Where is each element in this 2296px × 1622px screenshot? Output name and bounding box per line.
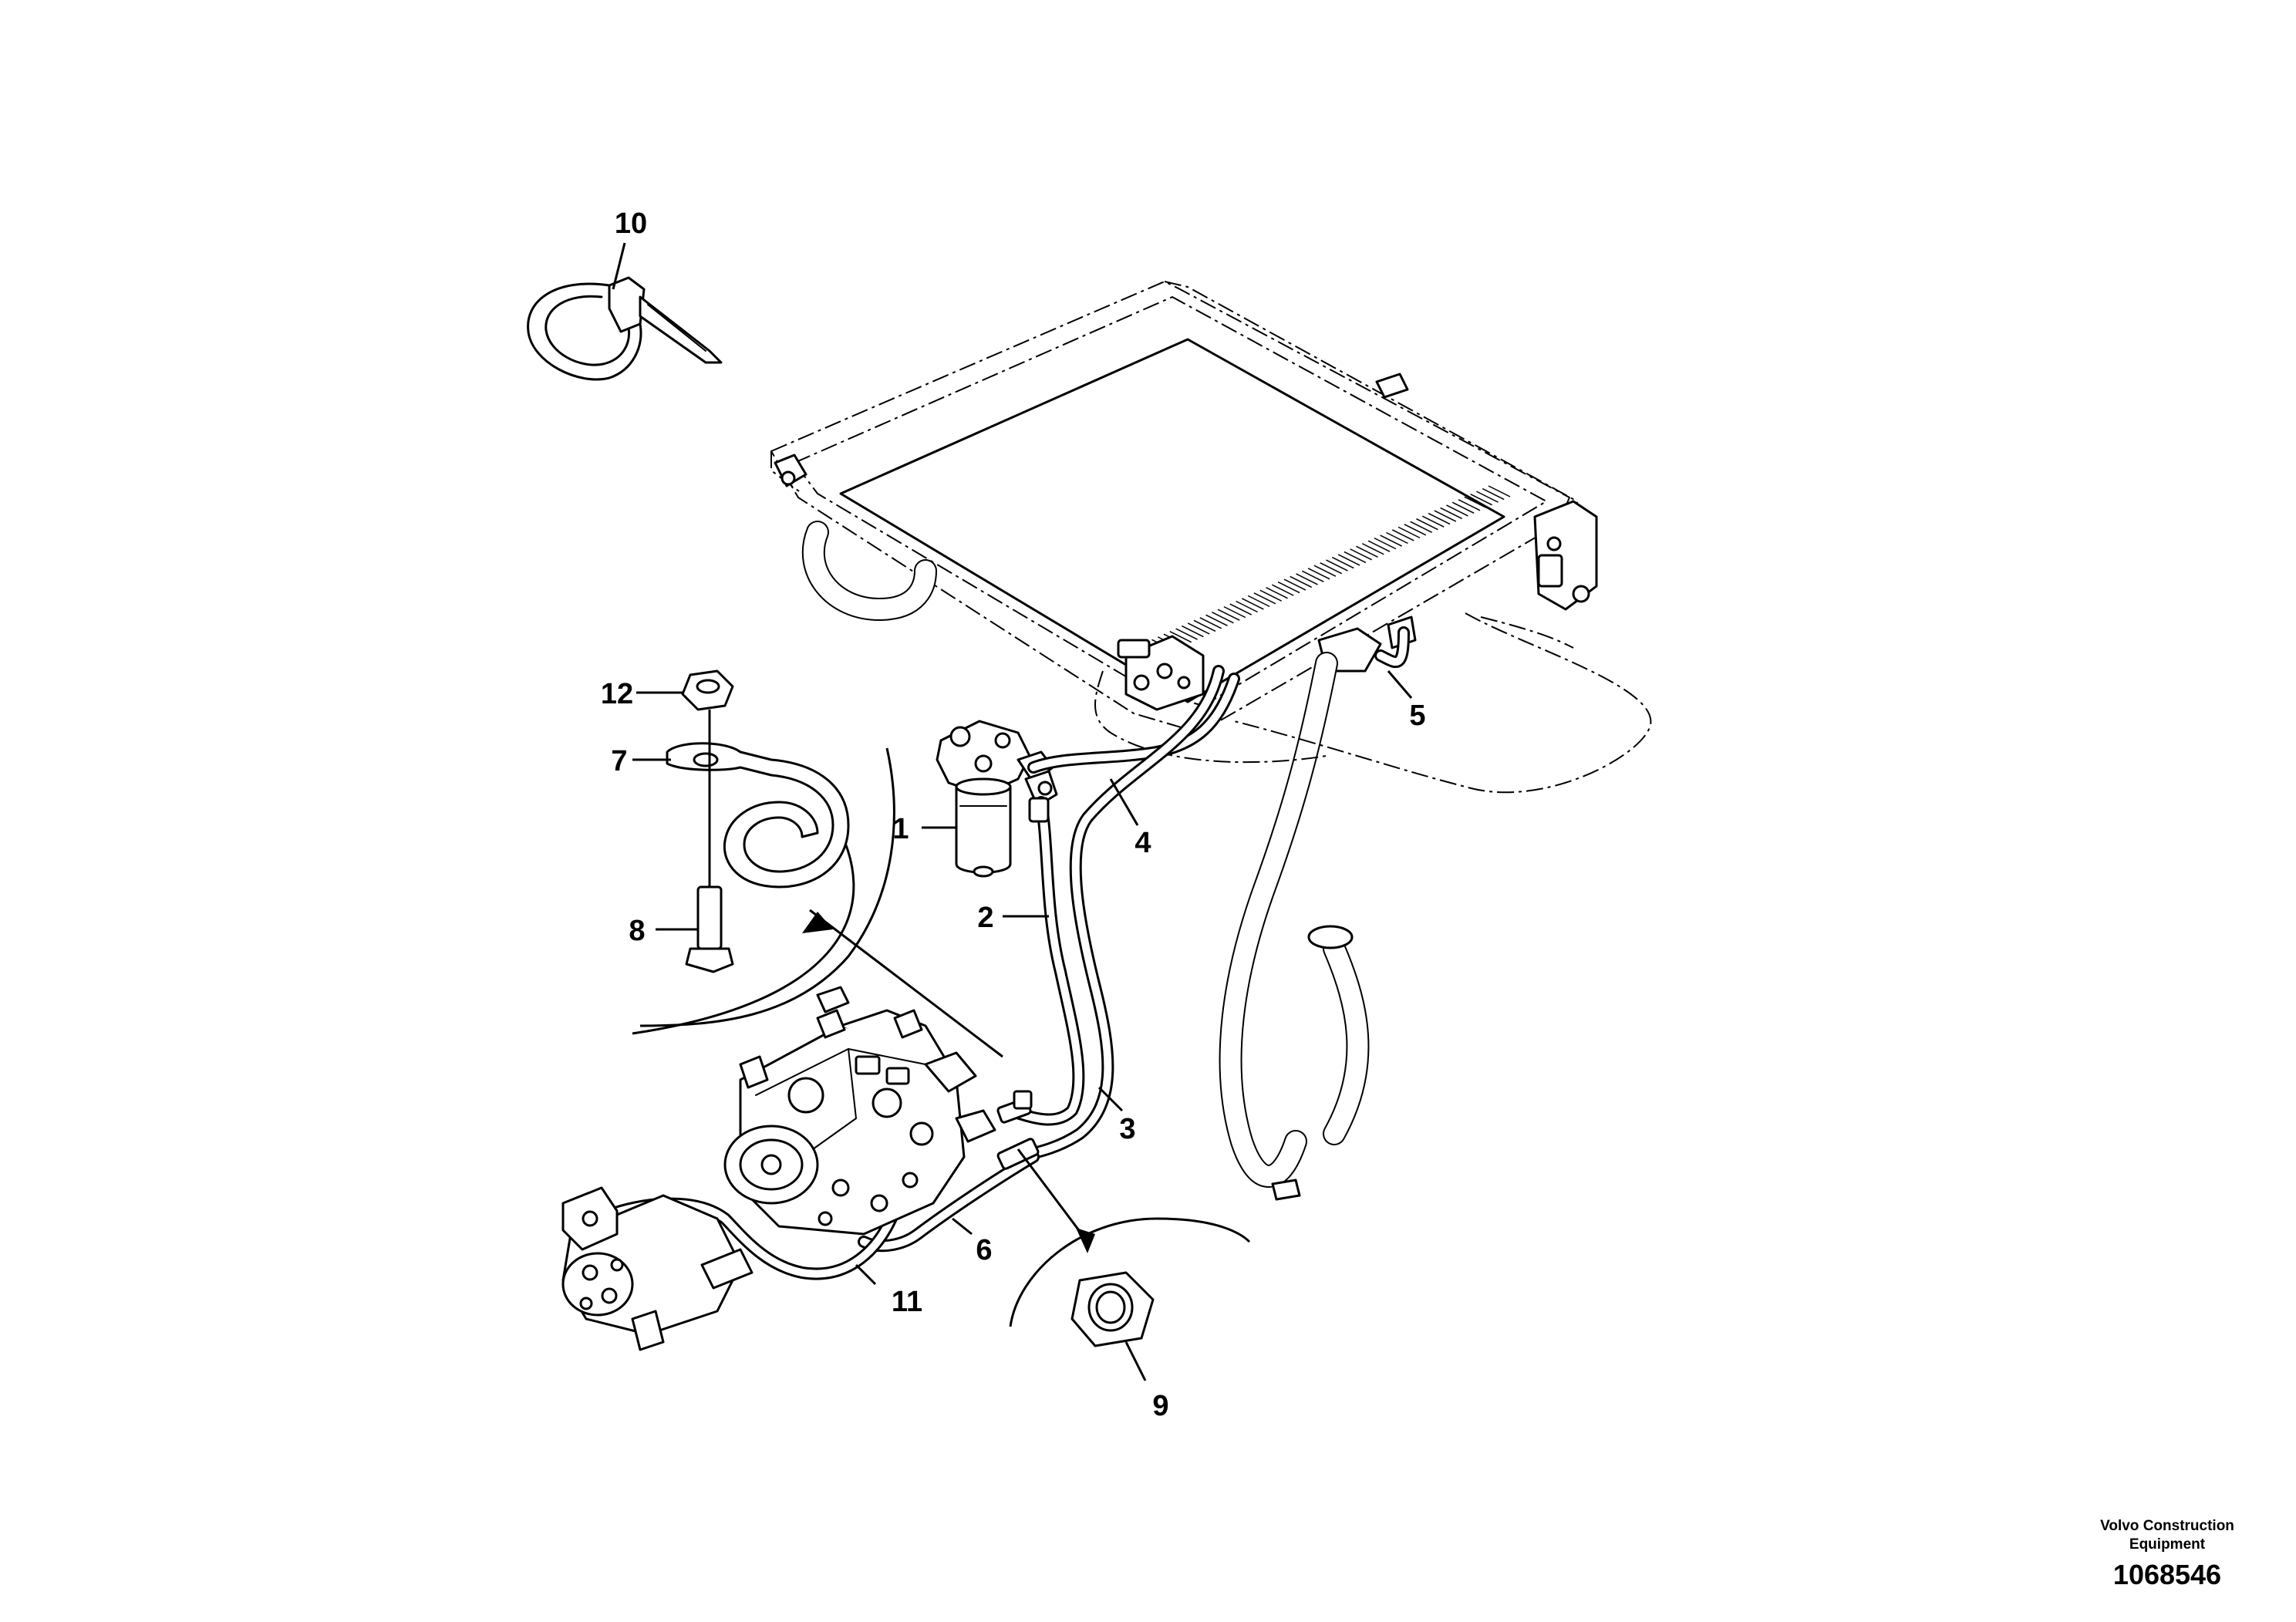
callout-4: 4 [1135,827,1151,859]
callout-2: 2 [977,902,993,934]
detail-arrow-2 [1076,1228,1095,1253]
callout-7: 7 [611,745,627,777]
callout-11: 11 [892,1286,922,1318]
callout-6: 6 [976,1234,992,1266]
cooler-assembly [770,281,1652,1201]
company-name-line1: Volvo Construction [2100,1518,2234,1534]
detail-circle-arc [639,747,895,1027]
detail-view-nut [1009,1148,1251,1347]
callout-12: 12 [601,678,633,710]
detail-arrow-1 [802,912,833,933]
callout-labels: 1 2 3 4 5 6 7 8 9 10 11 12 [601,207,1426,1422]
leader-lines [612,242,1413,1381]
cable-tie [527,276,723,381]
callout-1: 1 [892,813,909,845]
detail-view-clamp [632,669,1003,1058]
company-name-line2: Equipment [2129,1536,2206,1553]
callout-9: 9 [1152,1390,1168,1422]
footer: Volvo Construction Equipment 1068546 [2100,1518,2234,1590]
callout-5: 5 [1409,700,1425,732]
callout-3: 3 [1119,1113,1135,1145]
hydraulic-pump [561,986,996,1351]
callout-10: 10 [615,207,647,240]
drawing-number: 1068546 [2113,1559,2221,1590]
callout-8: 8 [629,915,645,947]
